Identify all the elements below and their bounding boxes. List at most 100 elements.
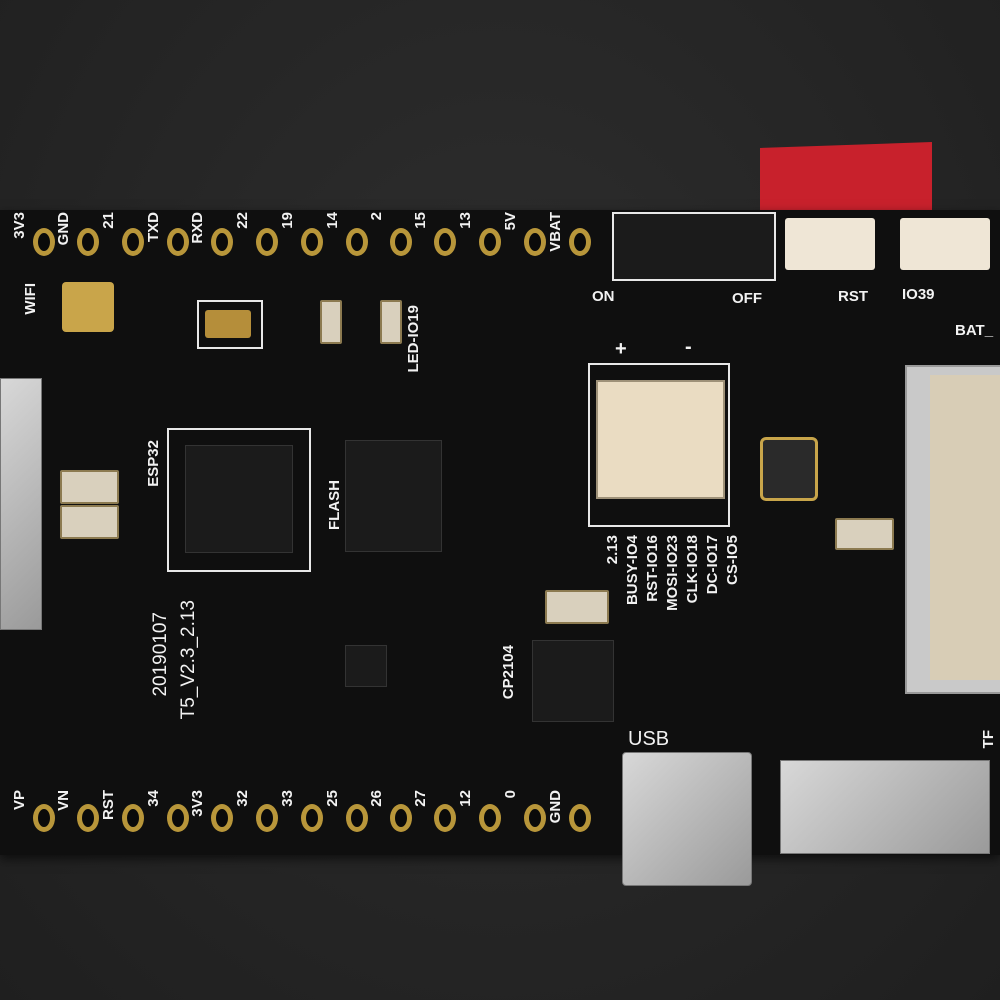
pin-label: 0 <box>502 790 519 799</box>
header-pin[interactable] <box>77 804 99 832</box>
wifi-label: WIFI <box>22 283 39 315</box>
epaper-pin-label: CLK-IO18 <box>684 535 701 604</box>
rst-button[interactable] <box>785 218 875 270</box>
header-pin[interactable] <box>33 804 55 832</box>
pin-label: 19 <box>279 212 296 229</box>
pin-label: 34 <box>145 790 162 807</box>
pin-label: 33 <box>279 790 296 807</box>
header-pin[interactable] <box>524 228 546 256</box>
small-ic <box>345 645 387 687</box>
tf-label: TF <box>980 730 997 749</box>
on-label: ON <box>592 288 615 305</box>
pin-label: 12 <box>457 790 474 807</box>
esp32-outline <box>167 428 311 572</box>
pin-label: 21 <box>100 212 117 229</box>
header-pin[interactable] <box>256 804 278 832</box>
pin-label: VBAT <box>547 212 564 252</box>
io39-button[interactable] <box>900 218 990 270</box>
capacitor <box>60 470 119 504</box>
battery-connector <box>596 380 725 499</box>
header-pin[interactable] <box>346 228 368 256</box>
capacitor <box>60 505 119 539</box>
pin-label: 2 <box>368 212 385 221</box>
off-label: OFF <box>732 290 762 307</box>
epaper-pin-label: MOSI-IO23 <box>664 535 681 611</box>
crystal <box>205 310 251 338</box>
bat-label: BAT_ <box>955 322 994 339</box>
pin-label: VP <box>11 790 28 811</box>
led <box>380 300 402 344</box>
rst-label: RST <box>838 288 868 305</box>
pin-label: 13 <box>457 212 474 229</box>
usb-label: USB <box>628 728 670 750</box>
header-pin[interactable] <box>211 804 233 832</box>
led-label: LED-IO19 <box>405 305 422 373</box>
flash-label: FLASH <box>326 480 343 530</box>
header-pin[interactable] <box>434 804 456 832</box>
fpc-latch <box>930 375 1000 680</box>
tf-card-slot[interactable] <box>780 760 990 854</box>
pin-label: 25 <box>324 790 341 807</box>
minus-label: - <box>685 336 692 358</box>
epaper-pin-label: 2.13 <box>604 535 621 565</box>
plus-label: + <box>615 338 627 360</box>
pin-label: 27 <box>412 790 429 807</box>
pin-label: 22 <box>234 212 251 229</box>
pin-label: 3V3 <box>189 790 206 817</box>
capacitor <box>835 518 894 550</box>
pin-label: RXD <box>189 212 206 244</box>
io39-label: IO39 <box>902 286 935 303</box>
pin-label: 14 <box>324 212 341 229</box>
date-label: 20190107 <box>150 612 171 697</box>
header-pin[interactable] <box>256 228 278 256</box>
esp32-label: ESP32 <box>145 440 162 487</box>
pin-label: GND <box>547 790 564 824</box>
led <box>320 300 342 344</box>
header-pin[interactable] <box>301 804 323 832</box>
epaper-pin-label: CS-IO5 <box>724 535 741 586</box>
antenna-shield <box>0 378 42 630</box>
header-pin[interactable] <box>33 228 55 256</box>
header-pin[interactable] <box>434 228 456 256</box>
epaper-pin-label: DC-IO17 <box>704 535 721 595</box>
version-label: T5_V2.3_2.13 <box>178 600 199 720</box>
flash-chip <box>345 440 442 552</box>
red-tape <box>760 141 932 217</box>
header-pin[interactable] <box>390 228 412 256</box>
capacitor <box>545 590 609 624</box>
cp2104-label: CP2104 <box>500 645 517 700</box>
esp32-chip <box>185 445 293 553</box>
header-pin[interactable] <box>569 804 591 832</box>
wifi-antenna-connector <box>62 282 114 332</box>
pin-label: 32 <box>234 790 251 807</box>
epaper-pin-label: BUSY-IO4 <box>624 535 641 606</box>
pin-label: RST <box>100 790 117 820</box>
header-pin[interactable] <box>167 228 189 256</box>
pcb-board <box>0 210 1000 855</box>
pin-label: GND <box>55 212 72 246</box>
header-pin[interactable] <box>390 804 412 832</box>
inductor <box>760 437 818 501</box>
micro-usb-port[interactable] <box>622 752 752 886</box>
crystal-outline <box>197 300 263 349</box>
pin-label: 15 <box>412 212 429 229</box>
header-pin[interactable] <box>122 804 144 832</box>
header-pin[interactable] <box>569 228 591 256</box>
header-pin[interactable] <box>346 804 368 832</box>
pin-label: 26 <box>368 790 385 807</box>
pin-label: TXD <box>145 212 162 242</box>
header-pin[interactable] <box>301 228 323 256</box>
pin-label: VN <box>55 790 72 811</box>
header-pin[interactable] <box>524 804 546 832</box>
header-pin[interactable] <box>77 228 99 256</box>
header-pin[interactable] <box>167 804 189 832</box>
pin-label: 5V <box>502 212 519 231</box>
power-switch[interactable] <box>612 212 776 281</box>
header-pin[interactable] <box>122 228 144 256</box>
header-pin[interactable] <box>479 804 501 832</box>
header-pin[interactable] <box>479 228 501 256</box>
pin-label: 3V3 <box>11 212 28 239</box>
cp2104-chip <box>532 640 614 722</box>
header-pin[interactable] <box>211 228 233 256</box>
epaper-pin-label: RST-IO16 <box>644 535 661 602</box>
